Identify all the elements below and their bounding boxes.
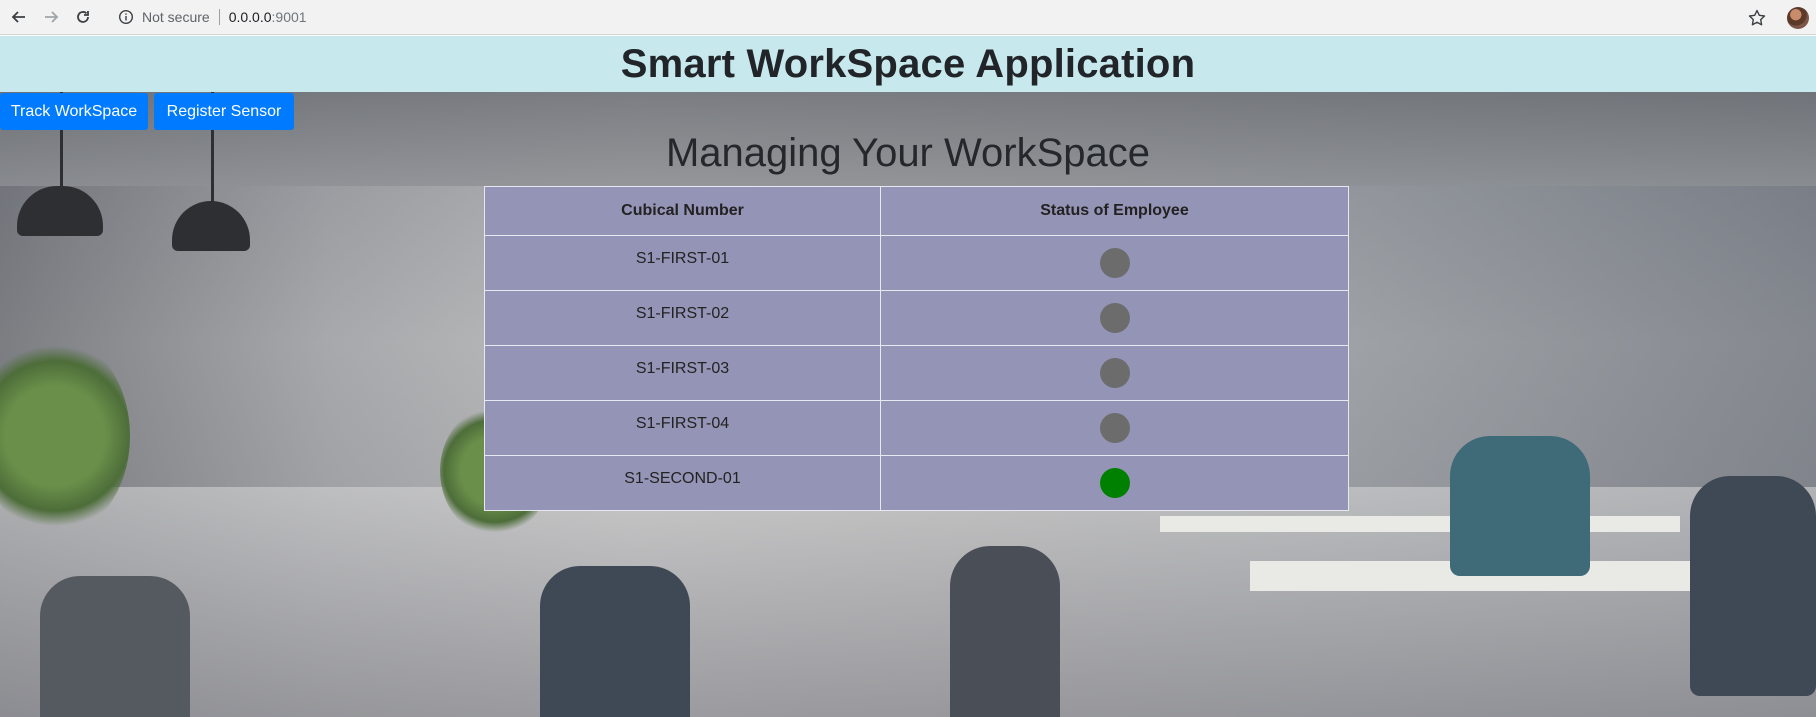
cubical-number-cell: S1-FIRST-02 [484, 290, 881, 346]
register-sensor-button[interactable]: Register Sensor [154, 93, 294, 130]
cubical-number: S1-SECOND-01 [624, 470, 741, 487]
status-indicator-icon [1099, 358, 1130, 388]
forward-button[interactable] [38, 4, 64, 30]
status-indicator-icon [1099, 413, 1130, 443]
cubical-number-cell: S1-SECOND-01 [484, 455, 881, 511]
info-icon[interactable] [118, 9, 134, 25]
table-header-row: Cubical Number Status of Employee [484, 186, 1349, 236]
page-body: Smart WorkSpace Application Track WorkSp… [0, 36, 1816, 717]
plant [0, 336, 130, 536]
reload-icon [77, 11, 89, 23]
cubical-number: S1-FIRST-02 [635, 305, 730, 322]
employee-status-cell [880, 290, 1349, 346]
profile-avatar[interactable] [1787, 6, 1809, 29]
employee-status-cell [880, 235, 1349, 291]
pendant-lamp [172, 201, 250, 251]
table-row: S1-FIRST-01 [484, 235, 1349, 291]
status-indicator-icon [1099, 303, 1130, 333]
employee-status-cell [880, 345, 1349, 401]
forward-arrow-icon [45, 11, 59, 23]
browser-toolbar: Not secure 0.0.0.0:9001 [0, 0, 1816, 35]
security-label: Not secure [142, 9, 210, 25]
cubical-number-cell: S1-FIRST-04 [484, 400, 881, 456]
column-header-status: Status of Employee [880, 186, 1349, 236]
cubical-number: S1-FIRST-04 [635, 415, 730, 432]
status-indicator-icon [1099, 468, 1130, 498]
employee-status-cell [880, 455, 1349, 511]
cubical-number: S1-FIRST-03 [635, 360, 730, 377]
pendant-lamp [17, 186, 103, 236]
table-row: S1-SECOND-01 [484, 455, 1349, 511]
chair [1450, 436, 1590, 576]
table-row: S1-FIRST-04 [484, 400, 1349, 456]
app-title: Smart WorkSpace Application [620, 41, 1196, 86]
chair [1690, 476, 1816, 696]
cubical-number: S1-FIRST-01 [635, 250, 730, 267]
cubical-number-cell: S1-FIRST-03 [484, 345, 881, 401]
reload-button[interactable] [70, 4, 96, 30]
column-header-cubical: Cubical Number [484, 186, 881, 236]
back-button[interactable] [6, 4, 32, 30]
address-bar[interactable]: Not secure 0.0.0.0:9001 [118, 4, 307, 30]
page-title: Managing Your WorkSpace [665, 131, 1151, 175]
app-header: Smart WorkSpace Application [0, 36, 1816, 92]
workspace-table: Cubical Number Status of Employee S1-FIR… [484, 186, 1349, 511]
track-workspace-button[interactable]: Track WorkSpace [0, 93, 148, 130]
chair [40, 576, 190, 717]
chair [950, 546, 1060, 717]
url-host: 0.0.0.0 [228, 9, 272, 25]
chair [540, 566, 690, 717]
bookmark-star-icon[interactable] [1747, 8, 1767, 28]
table-row: S1-FIRST-03 [484, 345, 1349, 401]
table-row: S1-FIRST-02 [484, 290, 1349, 346]
employee-status-cell [880, 400, 1349, 456]
back-arrow-icon [11, 11, 25, 23]
desk [1160, 516, 1680, 532]
status-indicator-icon [1099, 248, 1130, 278]
address-divider [218, 9, 220, 25]
cubical-number-cell: S1-FIRST-01 [484, 235, 881, 291]
url-port: :9001 [271, 9, 307, 25]
